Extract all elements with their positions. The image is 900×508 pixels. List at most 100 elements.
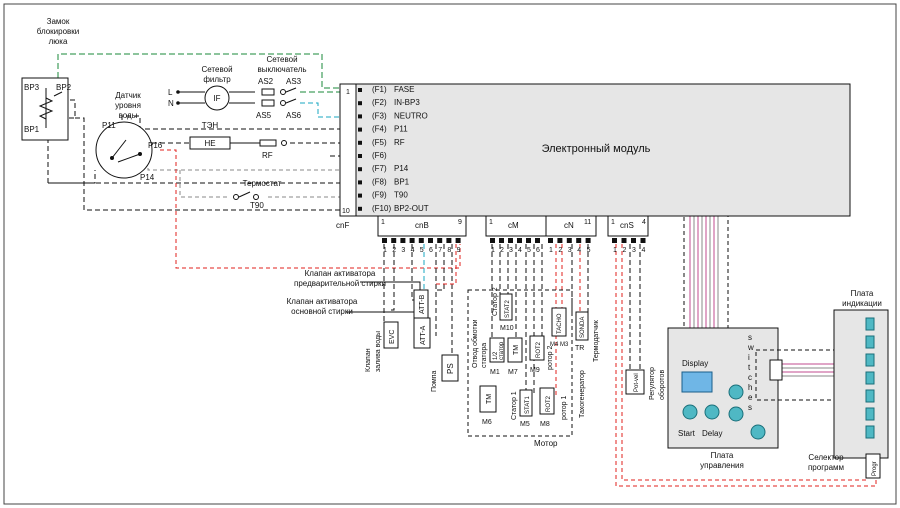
cnb-pin-1-num: 1 xyxy=(383,247,387,254)
tacho-box xyxy=(551,307,567,337)
cns-label: cnS xyxy=(620,221,634,230)
cnb-connector xyxy=(377,215,467,237)
cnb-pin-4 xyxy=(409,238,415,243)
cnb-pin-6-num: 6 xyxy=(429,247,433,254)
switches-letter-5: c xyxy=(748,373,752,382)
cns-pin-1-num: 1 xyxy=(613,247,617,254)
cnb-pin-1 xyxy=(382,238,387,243)
speed-reg-label-2: оборотов xyxy=(658,370,666,400)
if-label: IF xyxy=(213,94,220,103)
cnn-pin-5 xyxy=(585,238,591,243)
cns-pin-4 xyxy=(640,238,646,243)
inter-board-cable xyxy=(782,363,836,377)
sonda-label: SONDA xyxy=(580,317,586,338)
door-lock-label-2: блокировки xyxy=(37,27,80,36)
cnf-pin-8-code: (F8) xyxy=(372,177,387,186)
control-board-label-1: Плата xyxy=(711,451,734,460)
cns-4: 4 xyxy=(642,219,646,226)
prewash-valve-label-2: предварительной стирки xyxy=(294,279,386,288)
he-label: HE xyxy=(204,139,215,148)
cnb-pin-7 xyxy=(437,238,443,243)
cnn-pin-1 xyxy=(548,238,553,243)
cnm-pin-2-num: 2 xyxy=(500,247,504,254)
cns-pin-2-num: 2 xyxy=(623,247,627,254)
start-button[interactable] xyxy=(682,404,698,420)
cnm-label: cM xyxy=(508,221,519,230)
delay-button[interactable] xyxy=(704,404,720,420)
rf-label: RF xyxy=(262,151,273,160)
cnb-9: 9 xyxy=(458,219,462,226)
tachogen-label: Тахогенератор xyxy=(579,370,586,418)
m4m3-label: M4 M3 xyxy=(550,342,569,348)
indicator-led-7 xyxy=(865,425,875,439)
option-button-3[interactable] xyxy=(750,424,766,440)
option-button-2[interactable] xyxy=(728,406,744,422)
cnf-pin-4-name: P11 xyxy=(394,125,408,134)
stator-tap-label-1: Отвод обмотки xyxy=(471,319,479,368)
stat1-box xyxy=(519,389,533,417)
bp2-label: BP2 xyxy=(56,83,72,92)
ps-label: PS xyxy=(446,363,455,374)
cnf-pin-2-code: (F2) xyxy=(372,98,387,107)
cnf-pin-2-name: IN-BP3 xyxy=(394,98,420,107)
cnb-pin-6 xyxy=(428,238,433,243)
m1-label: M1 xyxy=(490,369,500,376)
option-button-1[interactable] xyxy=(728,384,744,400)
cnf-pin-9-dot xyxy=(358,193,362,198)
tm-box-top xyxy=(507,337,523,363)
indication-board-label-2: индикации xyxy=(842,299,882,308)
p14-label: P14 xyxy=(140,173,155,182)
stat1-label: STAT1 xyxy=(525,396,531,414)
indicator-led-3 xyxy=(865,353,875,367)
rot2-top-label: ROT2 xyxy=(536,341,542,358)
cnb-pin-8-num: 8 xyxy=(447,247,451,254)
cnn-pin-2-num: 2 xyxy=(558,247,562,254)
cnb-pin-5-num: 5 xyxy=(420,247,424,254)
half-stator-label-1: 1/2 xyxy=(493,351,499,360)
cnf-pin-7-dot xyxy=(358,167,362,172)
prog-selector-label-2: программ xyxy=(808,463,844,472)
heater-he xyxy=(189,136,231,150)
rotor1-label: ротор 1 xyxy=(561,396,568,420)
att-a-box xyxy=(413,317,431,349)
rotor2-label: ротор 2 xyxy=(547,346,554,370)
cnf-pin-1-dot xyxy=(358,88,362,92)
potvel-label: Pot-vel xyxy=(634,373,640,392)
cnf-label: cnF xyxy=(336,221,349,230)
stat2-box xyxy=(499,293,513,321)
cnf-pin-10-num: 10 xyxy=(342,208,350,215)
stat2-label: STAT2 xyxy=(505,300,511,318)
cnf-pin-1-num: 1 xyxy=(346,89,350,96)
bp3-label: BP3 xyxy=(24,83,40,92)
cnb-label: cnB xyxy=(415,221,429,230)
cnm-1: 1 xyxy=(489,219,493,226)
as5-label: AS5 xyxy=(256,111,272,120)
bp1-label: BP1 xyxy=(24,125,40,134)
switches-letter-2: w xyxy=(747,343,754,352)
cnm-pin-1-num: 1 xyxy=(491,247,495,254)
cnf-pin-8-dot xyxy=(358,180,362,185)
t90-label: T90 xyxy=(250,201,264,210)
cns-pin-1 xyxy=(612,238,617,243)
cnb-pin-5 xyxy=(418,238,424,243)
line-l-label: L xyxy=(168,88,173,97)
half-stator-box xyxy=(489,337,505,363)
cnf-pin-10-name: BP2-OUT xyxy=(394,204,429,213)
cnn-pin-3 xyxy=(566,238,572,243)
cnm-pin-3-num: 3 xyxy=(509,247,513,254)
as6-label: AS6 xyxy=(286,111,302,120)
indicator-leds xyxy=(865,317,875,439)
door-lock-label-1: Замок xyxy=(47,17,70,26)
level-sensor-label-3: воды xyxy=(119,111,138,120)
tm-box-bottom xyxy=(479,385,497,413)
cns-pin-2 xyxy=(621,238,627,243)
switches-letter-4: t xyxy=(748,363,751,372)
mains-switch xyxy=(261,87,297,107)
cnf-connector xyxy=(339,83,357,217)
p16-label: P16 xyxy=(148,141,163,150)
cnf-pin-2-dot xyxy=(358,101,362,106)
cnn-pin-1-num: 1 xyxy=(549,247,553,254)
stator1-label: Статор 1 xyxy=(511,391,518,420)
m5-label: M5 xyxy=(520,421,530,428)
cns-pin-3-num: 3 xyxy=(632,247,636,254)
